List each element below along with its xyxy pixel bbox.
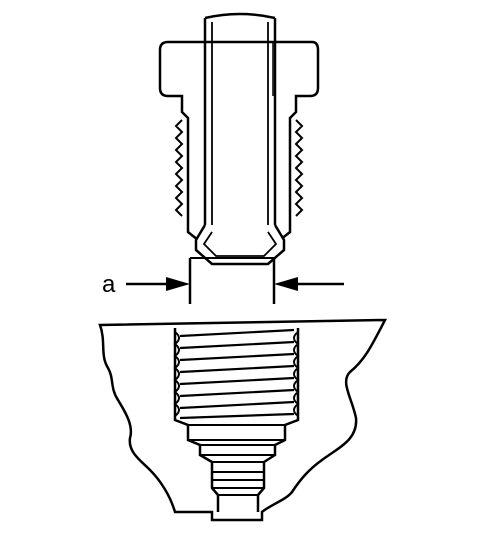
tube [194, 12, 286, 266]
flare-diameter-measurement [188, 257, 276, 304]
threaded-bore [173, 328, 300, 512]
dimension-arrow-right [274, 277, 344, 291]
flare-nut [158, 40, 320, 250]
housing-body [98, 318, 388, 522]
dimension-arrow-left [126, 277, 190, 291]
dimension-label: a [102, 271, 116, 298]
